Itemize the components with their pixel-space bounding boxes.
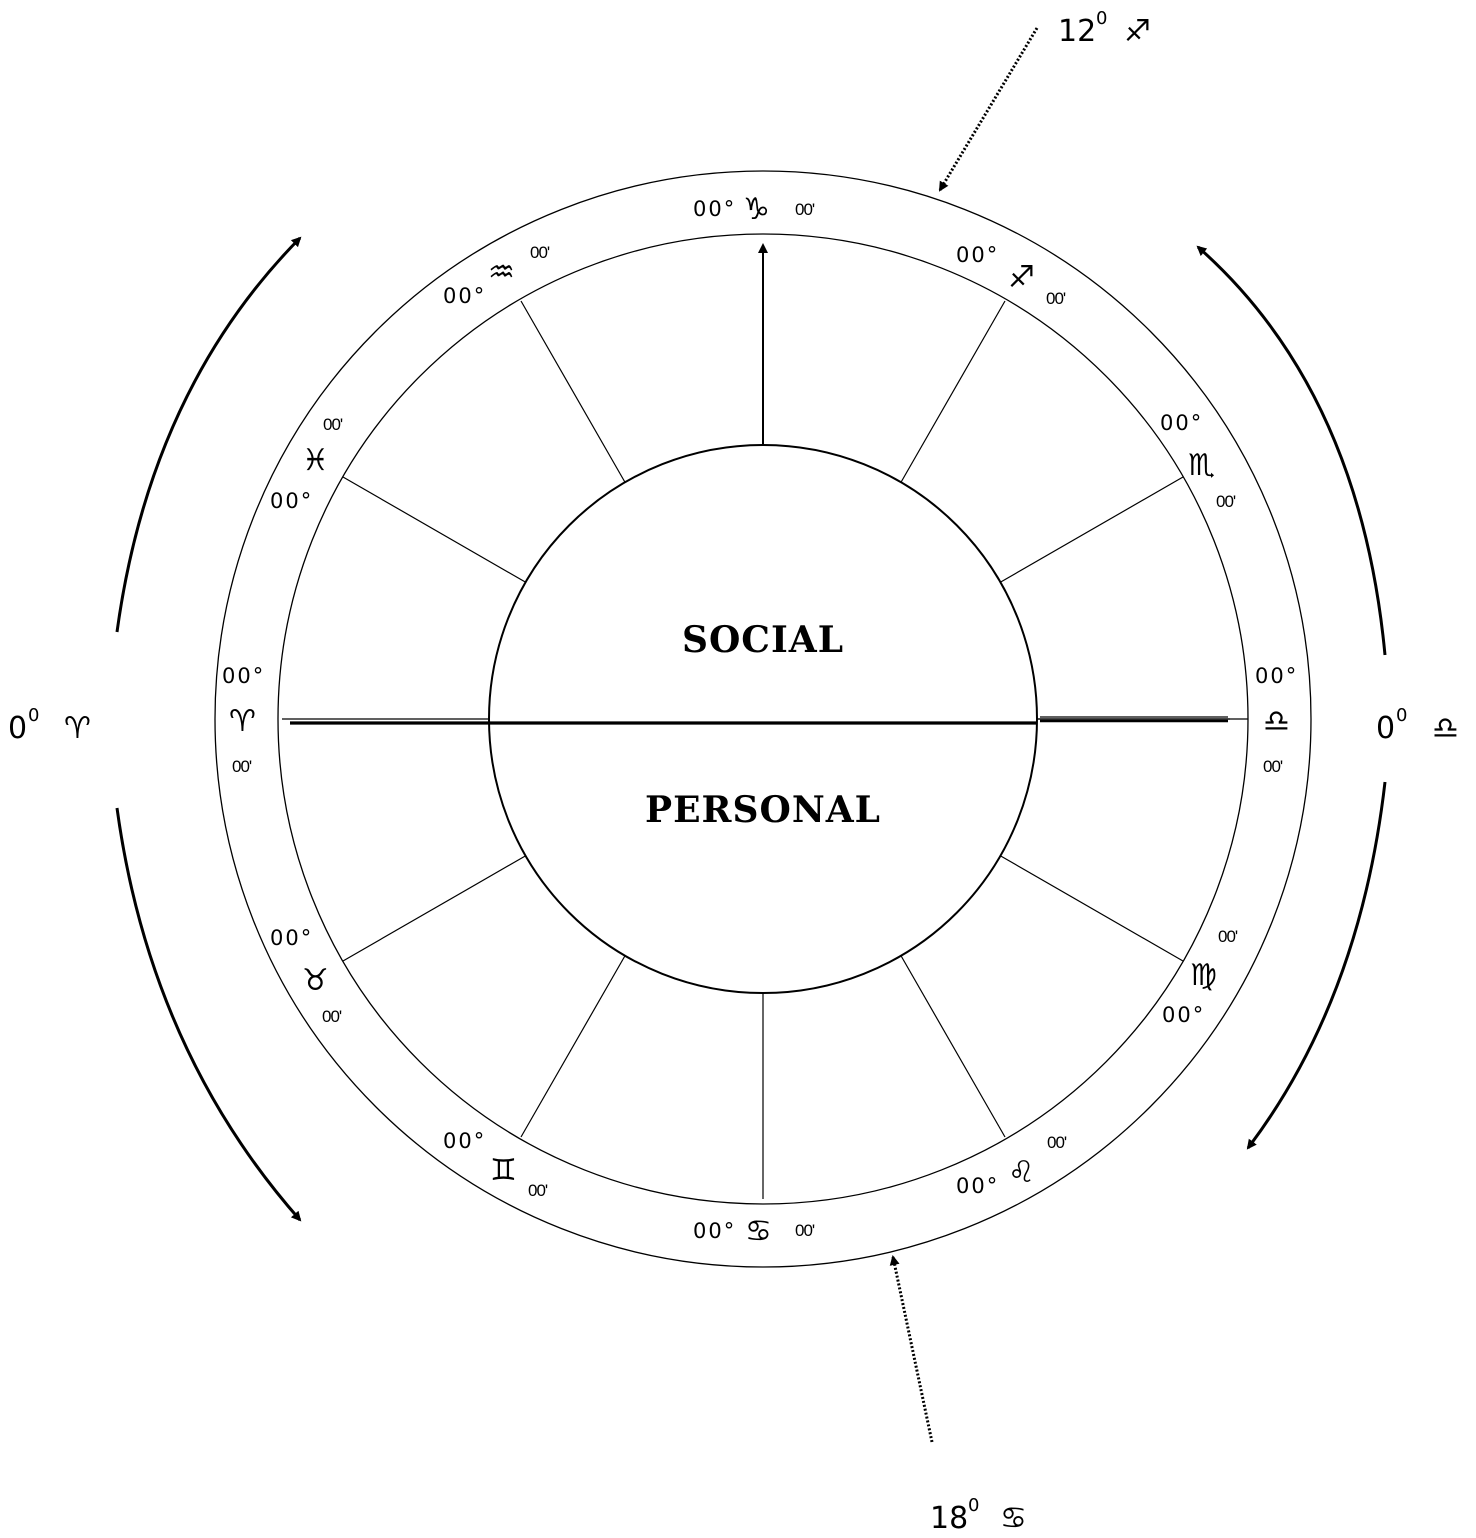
outer-degree-sup: 0 <box>1396 705 1407 726</box>
outer-label-top: 12 0 ♐ <box>1058 8 1151 49</box>
aries-icon: ♈ <box>229 704 256 739</box>
top-dotted-pointer <box>938 27 1039 192</box>
cusp-degree: 00° <box>693 197 736 221</box>
cusp-minute: 00' <box>530 243 550 262</box>
cusp-minute: 00' <box>323 415 343 434</box>
cusp-minute: 00' <box>528 1181 548 1200</box>
capricorn-icon: ♑ <box>743 192 770 227</box>
spoke-10 <box>899 953 1006 1138</box>
cusp-minute: 00' <box>322 1007 342 1026</box>
sagittarius-icon: ♐ <box>1124 14 1151 49</box>
cusp-12: 00° ♏ 00' <box>1160 411 1237 511</box>
cusp-minute: 00' <box>1216 492 1236 511</box>
cusp-2: 00' ♍ 00° <box>1162 927 1239 1027</box>
outer-label-left: 0 0 ♈ <box>8 705 91 746</box>
virgo-icon: ♍ <box>1190 958 1217 993</box>
cusp-degree: 00° <box>956 1174 999 1198</box>
gemini-icon: ♊ <box>490 1153 517 1188</box>
cusp-minute: 00' <box>1046 289 1066 308</box>
outer-degree: 18 <box>930 1501 968 1536</box>
spoke-11 <box>998 854 1184 962</box>
outer-ring <box>214 170 1312 1268</box>
cusp-minute: 00' <box>795 1221 815 1240</box>
outer-degree-sup: 0 <box>28 705 39 726</box>
cusp-10: 00° ♑ 00' <box>693 192 816 227</box>
cusp-9: 00° ♒ 00' <box>443 243 551 308</box>
cusp-degree: 00° <box>1160 411 1203 435</box>
aquarius-icon: ♒ <box>488 255 515 290</box>
cusp-minute: 00' <box>1218 927 1238 946</box>
outer-label-bottom: 18 0 ♋ <box>930 1495 1027 1536</box>
spoke-7 <box>342 854 528 962</box>
cusp-degree: 00° <box>270 489 313 513</box>
inner-circle <box>488 444 1038 994</box>
house-spokes <box>342 300 1230 1199</box>
cusp-degree: 00° <box>1162 1003 1205 1027</box>
outer-label-right: 0 0 ♎ <box>1376 705 1459 746</box>
outer-degree: 0 <box>8 711 27 746</box>
cusp-minute: 00' <box>232 757 252 776</box>
spoke-8 <box>520 953 627 1138</box>
cusp-3: 00' ♌ 00° <box>956 1133 1068 1198</box>
cusp-minute: 00' <box>795 200 815 219</box>
spoke-3 <box>899 300 1006 485</box>
social-label: SOCIAL <box>682 619 844 661</box>
cusp-degree: 00° <box>270 926 313 950</box>
cusp-minute: 00' <box>1263 757 1283 776</box>
left-upper-arc-arrow <box>115 236 302 633</box>
cusp-4: 00° ♋ 00' <box>693 1214 816 1249</box>
leo-icon: ♌ <box>1008 1155 1035 1190</box>
spoke-2 <box>998 476 1184 584</box>
personal-label: PERSONAL <box>645 789 881 831</box>
cusp-degree: 00° <box>693 1219 736 1243</box>
libra-icon: ♎ <box>1432 711 1459 746</box>
cusp-7: 00° ♈ 00' <box>222 664 265 776</box>
right-upper-arc-arrow <box>1196 245 1387 656</box>
libra-icon: ♎ <box>1263 704 1290 739</box>
cusp-5: 00° ♊ 00' <box>443 1129 549 1200</box>
spoke-5 <box>520 300 627 485</box>
cusp-minute: 00' <box>1047 1133 1067 1152</box>
pisces-icon: ♓ <box>302 443 329 478</box>
cancer-icon: ♋ <box>745 1214 772 1249</box>
outer-degree-sup: 0 <box>1096 8 1107 29</box>
cusp-degree: 00° <box>443 284 486 308</box>
outer-degree: 12 <box>1058 14 1096 49</box>
taurus-icon: ♉ <box>302 963 329 998</box>
right-lower-arc-arrow <box>1246 781 1387 1150</box>
aries-icon: ♈ <box>64 711 91 746</box>
cusp-8: 00' ♓ 00° <box>270 415 344 513</box>
outer-degree: 0 <box>1376 711 1395 746</box>
cusp-degree: 00° <box>1255 664 1298 688</box>
cusp-degree: 00° <box>222 664 265 688</box>
cusp-11: 00° ♐ 00' <box>956 243 1067 308</box>
cusp-degree: 00° <box>443 1129 486 1153</box>
cusp-1: 00° ♎ 00' <box>1255 664 1298 776</box>
left-lower-arc-arrow <box>115 807 302 1222</box>
spoke-6 <box>342 476 528 584</box>
bottom-dotted-pointer <box>889 1255 934 1443</box>
cusp-6: 00° ♉ 00' <box>270 926 343 1026</box>
outer-degree-sup: 0 <box>968 1495 979 1516</box>
cusp-degree: 00° <box>956 243 999 267</box>
scorpio-icon: ♏ <box>1188 448 1215 483</box>
cancer-icon: ♋ <box>1000 1501 1027 1536</box>
sagittarius-icon: ♐ <box>1008 260 1035 295</box>
